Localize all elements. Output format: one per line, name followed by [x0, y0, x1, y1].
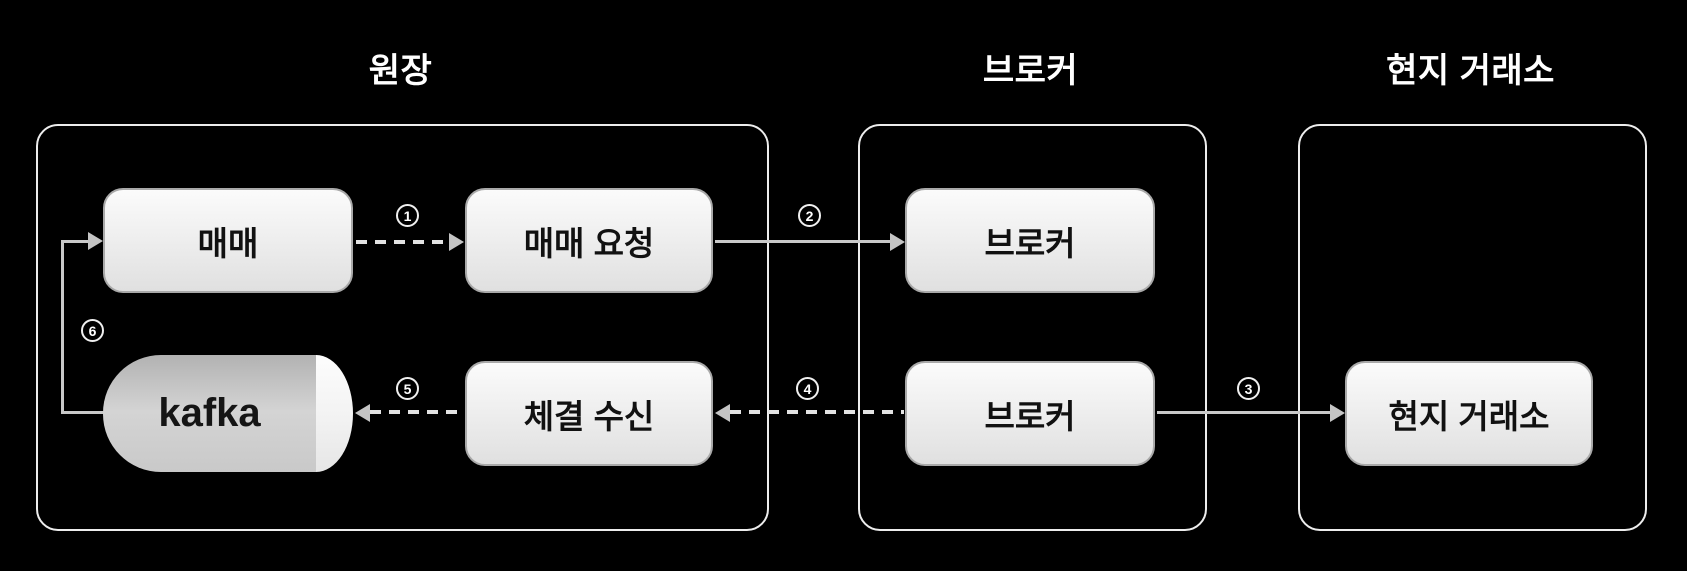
arrow-3-arrowhead-icon — [1330, 404, 1345, 422]
step-badge-2: 2 — [798, 204, 821, 227]
group-title-exchange: 현지 거래소 — [1386, 52, 1555, 90]
kafka-cylinder-body: kafka — [103, 355, 316, 472]
node-local-exchange-label: 현지 거래소 — [1388, 397, 1550, 435]
node-trade: 매매 — [103, 188, 353, 293]
arrow-6-top-segment — [61, 240, 89, 243]
node-trade-request: 매매 요청 — [465, 188, 713, 293]
step-badge-6: 6 — [81, 319, 104, 342]
arrow-1-arrowhead-icon — [449, 233, 464, 251]
group-title-ledger: 원장 — [368, 52, 433, 90]
arrow-6-arrowhead-icon — [88, 232, 103, 250]
node-kafka-cylinder: kafka — [103, 355, 353, 472]
step-badge-5: 5 — [396, 377, 419, 400]
group-container-exchange — [1298, 124, 1647, 531]
group-title-broker: 브로커 — [982, 52, 1079, 90]
node-broker-bottom: 브로커 — [905, 361, 1155, 466]
node-broker-top: 브로커 — [905, 188, 1155, 293]
node-trade-label: 매매 — [197, 224, 259, 262]
node-trade-request-label: 매매 요청 — [523, 224, 655, 262]
arrow-6-vertical-segment — [61, 240, 64, 414]
step-badge-3: 3 — [1237, 377, 1260, 400]
node-fill-receive-label: 체결 수신 — [523, 397, 655, 435]
node-fill-receive: 체결 수신 — [465, 361, 713, 466]
arrow-5-arrowhead-icon — [355, 404, 370, 422]
arrow-3-solid-line — [1157, 411, 1330, 414]
arrow-2-solid-line — [715, 240, 890, 243]
arrow-2-arrowhead-icon — [890, 233, 905, 251]
node-broker-bottom-label: 브로커 — [984, 397, 1076, 435]
step-badge-1: 1 — [396, 204, 419, 227]
arrow-4-arrowhead-icon — [715, 404, 730, 422]
step-badge-4: 4 — [796, 377, 819, 400]
arrow-6-bottom-segment — [61, 411, 105, 414]
arrow-1-dashed-line — [356, 240, 449, 244]
arrow-4-dashed-line — [730, 410, 904, 414]
group-container-broker — [858, 124, 1207, 531]
group-container-ledger — [36, 124, 769, 531]
arrow-5-dashed-line — [370, 410, 464, 414]
node-local-exchange: 현지 거래소 — [1345, 361, 1593, 466]
node-kafka-label: kafka — [158, 391, 261, 435]
node-broker-top-label: 브로커 — [984, 224, 1076, 262]
